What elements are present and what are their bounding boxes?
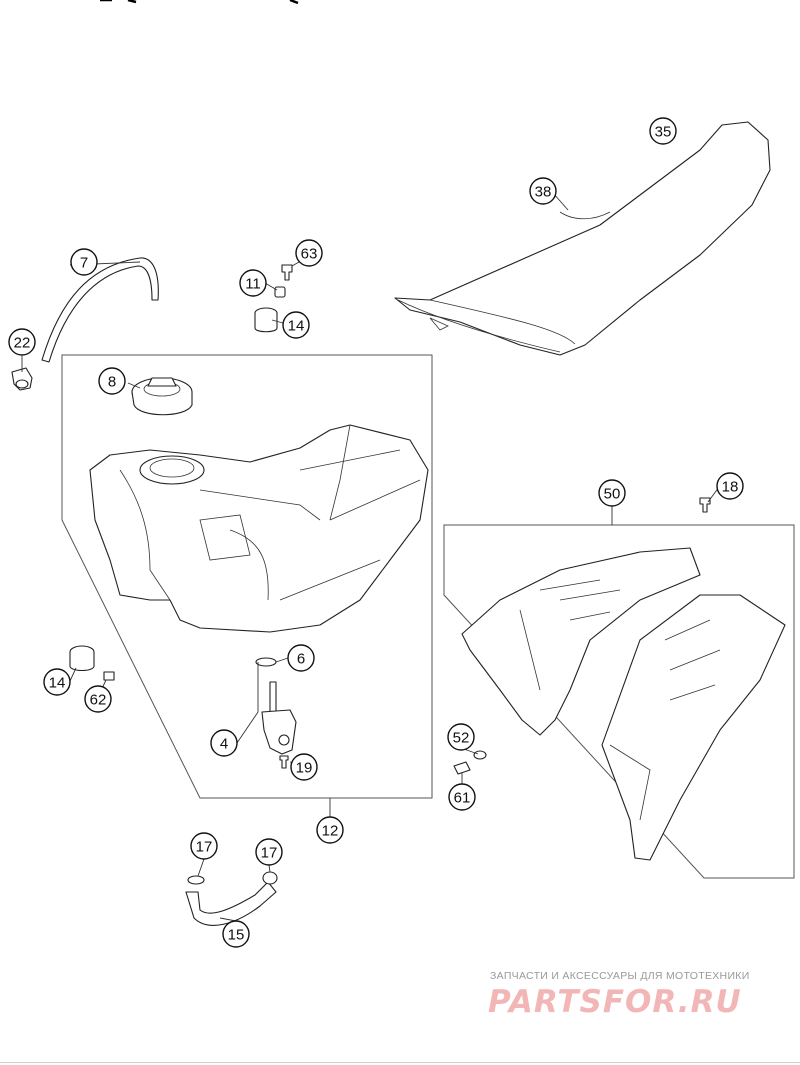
callout-63: 63 xyxy=(295,239,323,267)
callout-17-right: 17 xyxy=(255,838,283,866)
callout-7: 7 xyxy=(70,248,98,276)
svg-text:62: 62 xyxy=(90,692,107,709)
svg-text:15: 15 xyxy=(228,927,245,944)
mounting-hardware-left xyxy=(69,645,115,681)
svg-text:22: 22 xyxy=(14,335,31,352)
callout-61: 61 xyxy=(448,783,476,811)
callout-17-left: 17 xyxy=(190,832,218,860)
svg-text:4: 4 xyxy=(220,736,228,753)
callout-50: 50 xyxy=(598,479,626,507)
side-panel-frame xyxy=(443,524,795,879)
callout-19: 19 xyxy=(290,753,318,781)
callout-8: 8 xyxy=(98,367,126,395)
callout-22: 22 xyxy=(8,328,36,356)
callout-35: 35 xyxy=(649,117,677,145)
screw-small-part xyxy=(279,755,289,769)
filler-cap-part xyxy=(131,377,193,416)
fuel-hose-part xyxy=(41,257,159,363)
fuel-tank-part xyxy=(89,424,429,633)
callout-18: 18 xyxy=(716,472,744,500)
callout-15: 15 xyxy=(222,920,250,948)
svg-text:17: 17 xyxy=(196,839,213,856)
callout-14-left: 14 xyxy=(43,668,71,696)
callout-11: 11 xyxy=(239,269,267,297)
callout-14-top: 14 xyxy=(282,311,310,339)
svg-text:52: 52 xyxy=(453,730,470,747)
svg-text:12: 12 xyxy=(322,823,339,840)
svg-text:18: 18 xyxy=(722,479,739,496)
callout-12: 12 xyxy=(316,816,344,844)
o-ring-part xyxy=(255,657,277,667)
callout-52: 52 xyxy=(447,723,475,751)
side-panel-right-part xyxy=(601,594,786,861)
screw-18-part xyxy=(699,497,711,513)
mounting-hardware-right xyxy=(453,750,487,775)
svg-text:50: 50 xyxy=(604,486,621,503)
svg-text:35: 35 xyxy=(655,124,672,141)
fuel-hose-lower-part xyxy=(185,871,278,926)
side-panel-left-part xyxy=(461,547,701,736)
svg-text:17: 17 xyxy=(261,845,278,862)
svg-text:61: 61 xyxy=(454,790,471,807)
watermark-tagline: ЗАПЧАСТИ И АКСЕССУАРЫ ДЛЯ МОТОТЕХНИКИ xyxy=(490,970,750,982)
svg-text:11: 11 xyxy=(245,276,261,293)
svg-text:14: 14 xyxy=(49,675,66,692)
svg-text:38: 38 xyxy=(535,184,552,201)
watermark: ЗАПЧАСТИ И АКСЕССУАРЫ ДЛЯ МОТОТЕХНИКИ PA… xyxy=(470,970,800,1020)
fuel-tap-part xyxy=(261,681,297,755)
cropped-heading-fragment xyxy=(100,0,299,5)
svg-text:7: 7 xyxy=(80,255,88,272)
callout-62: 62 xyxy=(84,685,112,713)
callout-38: 38 xyxy=(529,177,557,205)
svg-text:8: 8 xyxy=(108,374,116,391)
elbow-fitting-part xyxy=(11,367,33,391)
svg-text:19: 19 xyxy=(296,760,313,777)
watermark-logo: PARTSFOR.RU xyxy=(488,984,742,1020)
mounting-hardware-top xyxy=(254,264,293,333)
bottom-divider xyxy=(0,1062,800,1063)
tank-group-frame xyxy=(61,354,433,799)
callout-6: 6 xyxy=(287,644,315,672)
svg-text:14: 14 xyxy=(288,318,305,335)
seat-part xyxy=(394,121,771,356)
svg-text:63: 63 xyxy=(301,246,318,263)
callout-4: 4 xyxy=(210,729,238,757)
svg-text:6: 6 xyxy=(297,651,305,668)
